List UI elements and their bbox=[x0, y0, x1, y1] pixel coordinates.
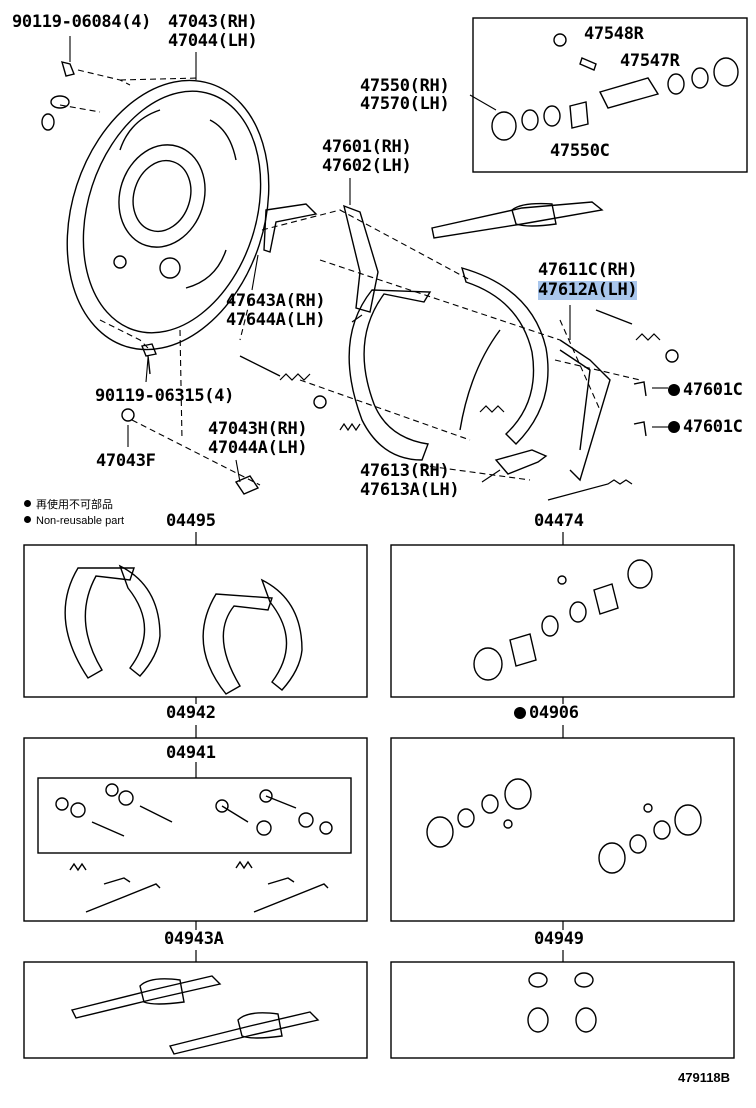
label-clip-a[interactable]: 47601C bbox=[668, 381, 743, 400]
label-adjuster-lever-rh[interactable]: 47643A(RH) bbox=[226, 291, 326, 311]
note-dot bbox=[24, 516, 31, 523]
kit-label-04943a[interactable]: 04943A bbox=[164, 929, 224, 949]
label-plug[interactable]: 47043F bbox=[96, 451, 156, 471]
kit-04495-shoes bbox=[64, 564, 303, 695]
label-clip-b[interactable]: 47601C bbox=[668, 418, 743, 437]
label-pin-lh[interactable]: 47613A(LH) bbox=[360, 480, 460, 500]
kit-04906-parts bbox=[426, 778, 702, 874]
label-bleeder-cap[interactable]: 47548R bbox=[584, 24, 644, 44]
label-wheel-cylinder-lh[interactable]: 47570(LH) bbox=[360, 94, 450, 114]
kit-label-04474[interactable]: 04474 bbox=[534, 511, 584, 531]
label-adjuster-lever-lh[interactable]: 47644A(LH) bbox=[226, 310, 326, 330]
diagram-reference-code: 479118B bbox=[678, 1070, 731, 1085]
label-lever-lh[interactable]: 47602(LH) bbox=[322, 156, 412, 176]
kit-box-04943a bbox=[23, 961, 368, 1059]
label-backing-plate-rh[interactable]: 47043(RH) bbox=[168, 12, 258, 32]
fastener-parts bbox=[41, 61, 679, 495]
note-non-reusable-jp-text: 再使用不可部品 bbox=[36, 499, 113, 511]
label-plate-h-rh[interactable]: 47043H(RH) bbox=[208, 419, 308, 439]
non-reusable-dot bbox=[514, 707, 526, 719]
kit-label-04942[interactable]: 04942 bbox=[166, 703, 216, 723]
kit-box-04906 bbox=[390, 737, 735, 922]
note-non-reusable-jp: 再使用不可部品 bbox=[24, 498, 113, 513]
label-cylinder-kit[interactable]: 47550C bbox=[550, 141, 610, 161]
brake-levers bbox=[263, 201, 604, 475]
assembly-guide-lines bbox=[59, 69, 641, 486]
wheel-cylinder-parts bbox=[491, 33, 739, 141]
backing-plate bbox=[66, 79, 270, 351]
label-leader-lines bbox=[69, 36, 668, 483]
kit-box-04941-inner bbox=[37, 777, 352, 854]
label-strut-lh-highlighted[interactable]: 47612A(LH) bbox=[538, 280, 638, 300]
label-strut-rh[interactable]: 47611C(RH) bbox=[538, 260, 638, 280]
kit-label-04941[interactable]: 04941 bbox=[166, 743, 216, 763]
label-plate-a-lh[interactable]: 47044A(LH) bbox=[208, 438, 308, 458]
wheel-cylinder-inset bbox=[472, 17, 748, 173]
springs bbox=[279, 333, 661, 501]
kit-04949-parts bbox=[527, 972, 597, 1033]
kit-label-04949[interactable]: 04949 bbox=[534, 929, 584, 949]
kit-box-04949 bbox=[390, 961, 735, 1059]
kit-label-04495[interactable]: 04495 bbox=[166, 511, 216, 531]
note-non-reusable-en-text: Non-reusable part bbox=[36, 515, 125, 527]
note-dot bbox=[24, 500, 31, 507]
note-non-reusable-en: Non-reusable part bbox=[24, 514, 124, 529]
label-pin-rh[interactable]: 47613(RH) bbox=[360, 461, 450, 481]
label-wheel-cylinder-rh[interactable]: 47550(RH) bbox=[360, 76, 450, 96]
non-reusable-dot bbox=[668, 421, 680, 433]
kit-box-04495 bbox=[23, 544, 368, 698]
label-bolt-bottom[interactable]: 90119-06315(4) bbox=[95, 386, 235, 406]
label-bleeder-plug[interactable]: 47547R bbox=[620, 51, 680, 71]
label-bolt-top[interactable]: 90119-06084(4) bbox=[12, 12, 152, 32]
label-lever-rh[interactable]: 47601(RH) bbox=[322, 137, 412, 157]
kit-04943a-adjusters bbox=[70, 975, 320, 1055]
label-backing-plate-lh[interactable]: 47044(LH) bbox=[168, 31, 258, 51]
kit-04941-hardware bbox=[55, 783, 333, 913]
kit-label-04906[interactable]: 04906 bbox=[514, 704, 579, 723]
brake-shoes bbox=[348, 266, 611, 482]
kit-label-04906-text: 04906 bbox=[529, 703, 579, 723]
kit-04474-cylinder bbox=[473, 559, 653, 681]
kit-leader-lines bbox=[195, 532, 564, 962]
label-clip-a-text: 47601C bbox=[683, 380, 743, 400]
kit-box-04474 bbox=[390, 544, 735, 698]
label-clip-b-text: 47601C bbox=[683, 417, 743, 437]
non-reusable-dot bbox=[668, 384, 680, 396]
